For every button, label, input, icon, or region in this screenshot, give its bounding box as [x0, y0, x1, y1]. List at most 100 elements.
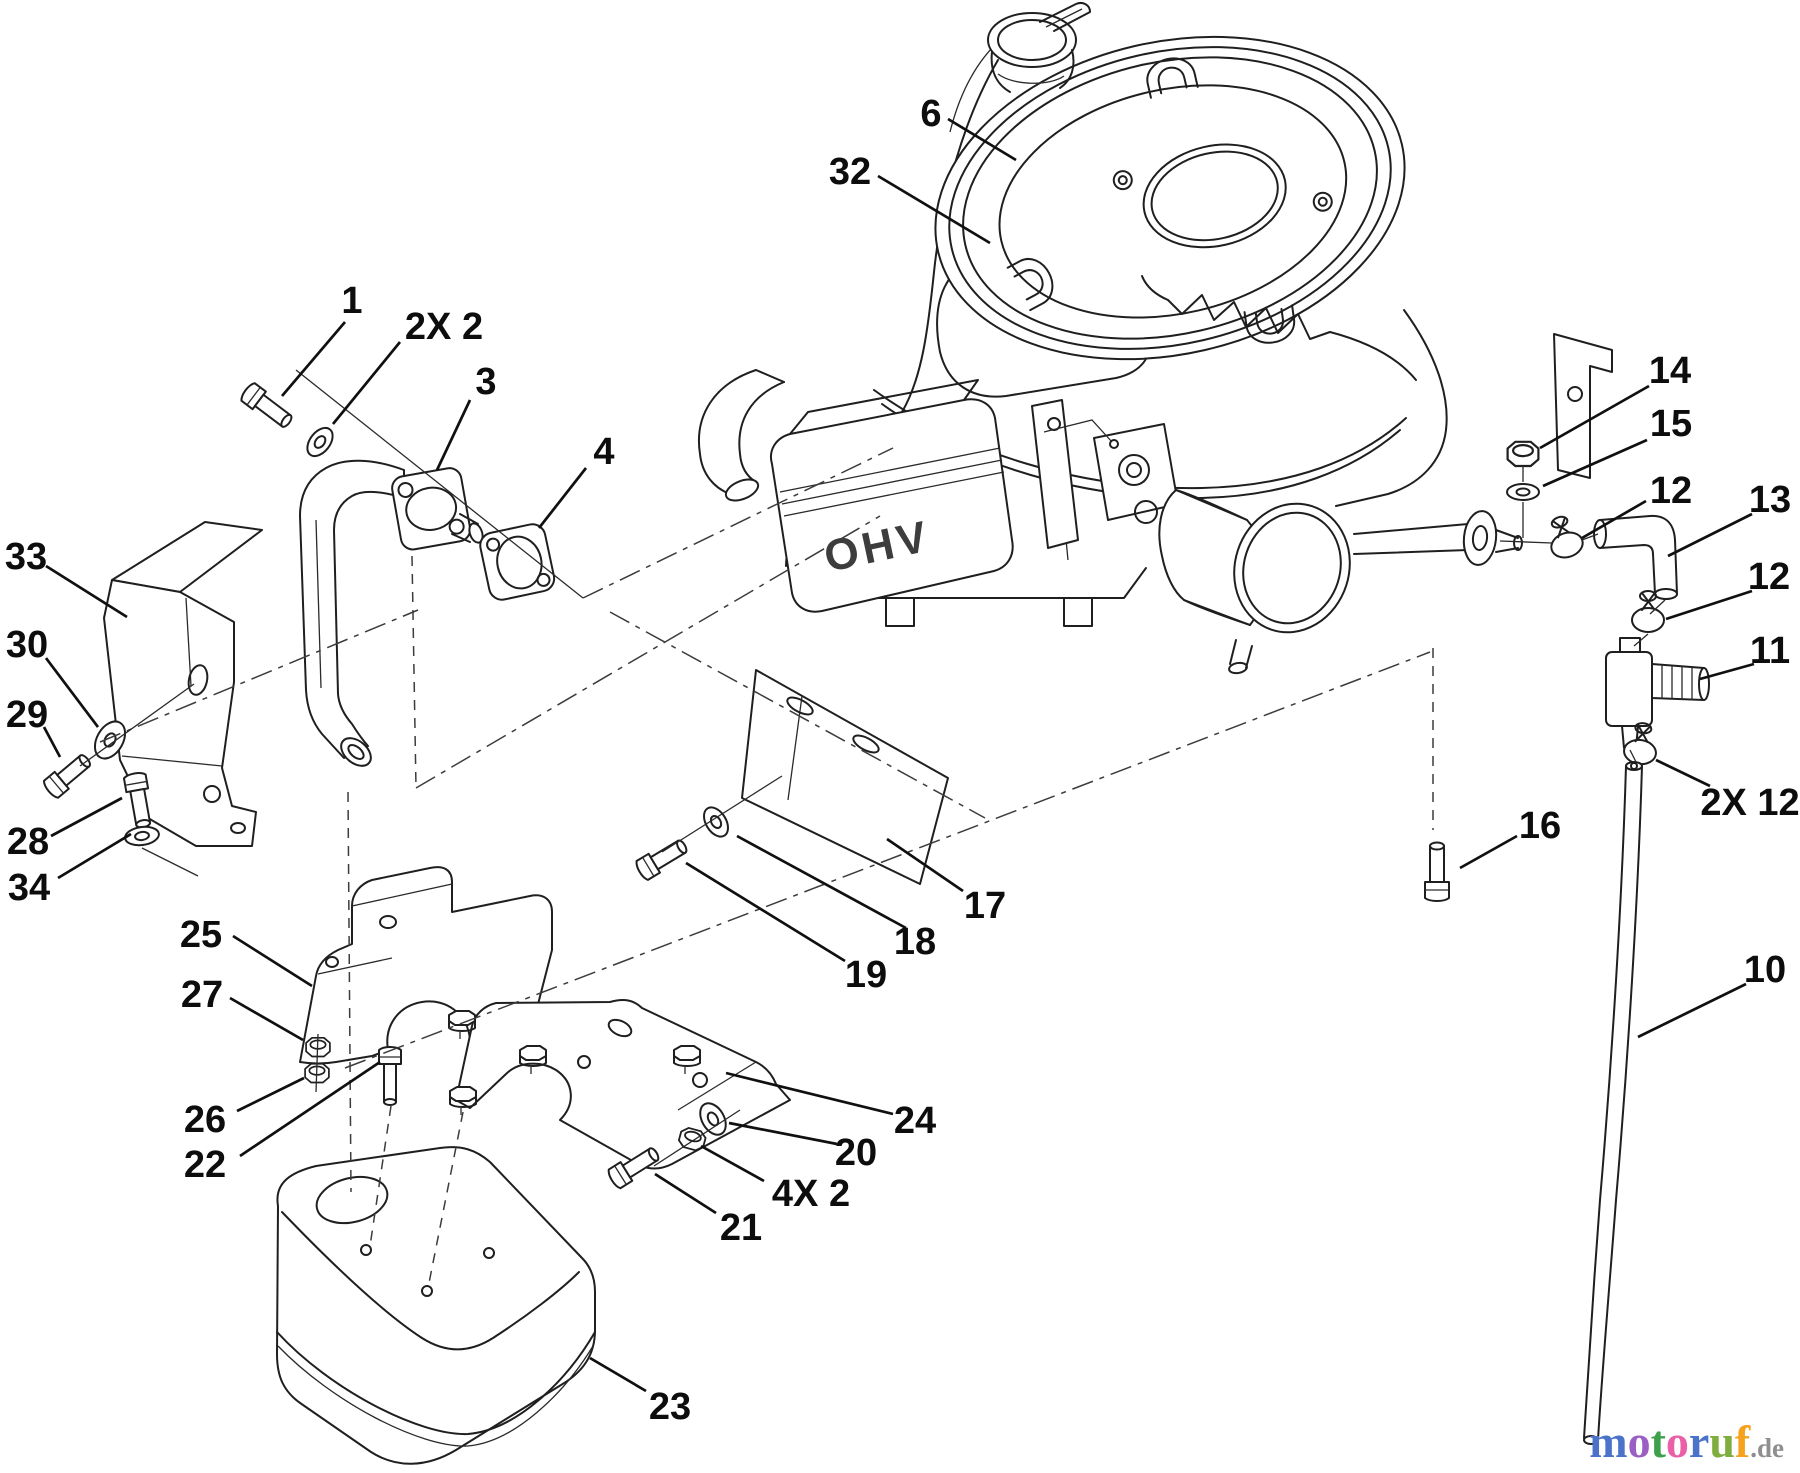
alignment-lines: [79, 369, 1666, 1289]
bolt-29: [42, 754, 91, 799]
callout-label-13[interactable]: 13: [1749, 479, 1791, 521]
logo-letter: o: [1665, 1416, 1689, 1467]
carburetor: [1031, 399, 1179, 549]
callout-label-1[interactable]: 1: [341, 280, 362, 322]
callout-label-3[interactable]: 3: [475, 361, 496, 403]
callout-label-25[interactable]: 25: [180, 914, 222, 956]
callout-label-6[interactable]: 6: [920, 93, 941, 135]
callout-label-12-lower[interactable]: 2X 12: [1700, 782, 1799, 824]
bolt-19: [635, 839, 688, 881]
callout-label-24[interactable]: 24: [894, 1100, 936, 1142]
callout-label-16[interactable]: 16: [1519, 805, 1561, 847]
callout-label-33[interactable]: 33: [5, 536, 47, 578]
leader-line-23: [589, 1356, 647, 1393]
leader-line-22: [239, 1060, 381, 1158]
leader-line-6: [947, 117, 1017, 162]
leader-line-30: [44, 657, 100, 728]
starter-spring: [1141, 275, 1417, 381]
callout-label-12-upper[interactable]: 12: [1650, 470, 1692, 512]
callout-label-11[interactable]: 11: [1750, 630, 1790, 672]
leader-line-19: [685, 861, 846, 963]
bolt-1: [240, 382, 293, 428]
fuel-cap: [987, 2, 1091, 93]
callout-label-22[interactable]: 22: [184, 1144, 226, 1186]
callout-labels: 12X 23463233302928342527262217181924204X…: [5, 93, 1800, 1428]
leader-line-11: [1699, 662, 1755, 681]
bolt-28: [122, 772, 152, 829]
callout-label-18[interactable]: 18: [894, 921, 936, 963]
logo-letter: o: [1627, 1416, 1651, 1467]
logo-letter: m: [1589, 1416, 1628, 1467]
recoil-starter-cover: [934, 35, 1406, 361]
callout-label-29[interactable]: 29: [6, 694, 48, 736]
hex-nut-14: [1506, 440, 1540, 468]
callout-label-27[interactable]: 27: [181, 974, 223, 1016]
leader-line-17: [886, 837, 964, 893]
exhaust-gasket: [479, 523, 556, 601]
muffler: [276, 1146, 596, 1465]
callout-label-15[interactable]: 15: [1650, 403, 1692, 445]
leader-line-32: [877, 174, 991, 245]
leader-line-15: [1542, 438, 1648, 488]
leader-line-3: [435, 399, 472, 471]
muffler-bracket-lower: [455, 999, 791, 1170]
leader-line-34: [57, 832, 132, 880]
washer-20: [699, 1102, 727, 1136]
leader-line-21: [654, 1172, 717, 1215]
valve-cover: OHV: [770, 379, 1014, 613]
callout-label-2-top[interactable]: 2X 2: [405, 306, 483, 348]
leader-line-28: [50, 796, 123, 838]
cover-cleat: [1146, 57, 1199, 99]
callout-label-17[interactable]: 17: [964, 885, 1006, 927]
elbow-hose-13: [1593, 514, 1678, 600]
callout-label-30[interactable]: 30: [6, 624, 48, 666]
heat-shield-bracket: [103, 521, 263, 847]
callout-label-21[interactable]: 21: [720, 1207, 762, 1249]
watermark-suffix: .de: [1750, 1433, 1784, 1463]
leader-line-2-top: [331, 341, 402, 425]
bolt-21: [607, 1147, 660, 1190]
leader-line-29: [42, 726, 62, 758]
callout-label-23[interactable]: 23: [649, 1386, 691, 1428]
engine-mount-plate: [1553, 333, 1613, 479]
fuel-tube-10: [1583, 761, 1643, 1445]
callout-label-26[interactable]: 26: [184, 1099, 226, 1141]
exhaust-flange: [391, 467, 472, 551]
callout-label-12-middle[interactable]: 12: [1748, 556, 1790, 598]
callout-label-2-bottom[interactable]: 4X 2: [772, 1173, 850, 1215]
callout-label-20[interactable]: 20: [835, 1132, 877, 1174]
hose-clamp-12-upper: [1550, 515, 1584, 559]
leader-line-25: [232, 934, 313, 988]
exhaust-pipe: [299, 459, 484, 767]
fuel-filter: [1158, 489, 1351, 675]
leader-line-24: [725, 1071, 894, 1116]
washer-15: [1506, 483, 1540, 501]
leader-line-10: [1637, 982, 1747, 1039]
fuel-outlet-pipe: [1353, 510, 1523, 566]
callout-label-32[interactable]: 32: [829, 151, 871, 193]
leader-line-27: [229, 996, 304, 1042]
logo-letter: r: [1688, 1416, 1710, 1467]
fuel-valve-11: [1605, 637, 1710, 749]
callout-label-14[interactable]: 14: [1649, 350, 1691, 392]
callout-label-28[interactable]: 28: [7, 821, 49, 863]
cover-cleat: [1243, 304, 1296, 344]
washer-2: [306, 426, 334, 458]
muffler-shield-plate: [741, 669, 949, 885]
logo-letter: t: [1650, 1416, 1666, 1467]
leader-line-16: [1459, 834, 1518, 870]
callout-label-19[interactable]: 19: [845, 954, 887, 996]
callout-label-4[interactable]: 4: [593, 431, 614, 473]
leader-line-18: [736, 834, 907, 930]
leader-line-13: [1667, 512, 1753, 558]
callout-label-34[interactable]: 34: [8, 867, 50, 909]
leader-line-14: [1539, 384, 1650, 450]
washer-18: [703, 806, 729, 838]
leader-line-33: [45, 564, 128, 619]
watermark-logo[interactable]: motoruf.de: [1589, 1419, 1784, 1465]
leader-line-20: [728, 1121, 838, 1146]
cover-cleat: [1006, 257, 1054, 312]
callout-label-10[interactable]: 10: [1744, 949, 1786, 991]
